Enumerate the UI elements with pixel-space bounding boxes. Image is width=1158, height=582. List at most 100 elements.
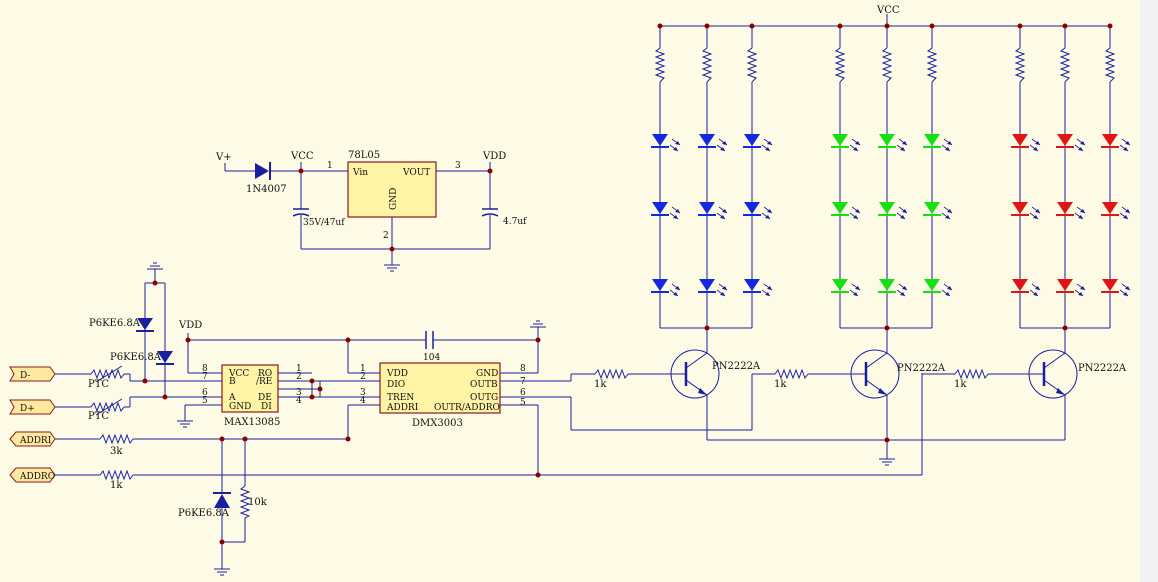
led-green — [923, 202, 953, 220]
max-pin-num-8: 8 — [202, 364, 208, 374]
led-column-red-2 — [1056, 26, 1086, 328]
junction-dot — [1017, 23, 1023, 29]
junction-dot — [309, 394, 315, 400]
led-red — [1056, 134, 1086, 152]
ground-max — [176, 414, 194, 428]
right-edge-bar — [1140, 0, 1158, 582]
diode-label: 1N4007 — [246, 184, 287, 195]
max-pin-num-7: 7 — [202, 372, 208, 382]
resistor-1k-addro: 1k — [99, 469, 134, 491]
junction-dot — [162, 394, 168, 400]
led-red — [1056, 279, 1086, 297]
vdd-label-max: VDD — [178, 320, 202, 331]
cap-input: 35V/47uf — [292, 208, 345, 228]
resistor-3k: 3k — [99, 433, 134, 457]
led-blue — [743, 202, 773, 220]
junction-dot — [535, 337, 541, 343]
junction-dot — [929, 23, 935, 29]
port-d-plus[interactable]: D+ — [9, 399, 56, 415]
max-pin-a: A — [228, 393, 236, 403]
junction-dot — [345, 436, 351, 442]
port-addro[interactable]: ADDRO — [9, 467, 56, 483]
port-addri-label: ADDRI — [19, 436, 52, 446]
dmx-pin-num-5: 5 — [520, 398, 526, 408]
vplus-label: V+ — [215, 152, 232, 163]
regulator-pin-in: 1 — [327, 161, 333, 171]
max-pin-num-5: 5 — [202, 396, 208, 406]
junction-dot — [345, 337, 351, 343]
max-pin-b: B — [229, 377, 236, 387]
junction-dot — [535, 472, 541, 478]
max-pin-vcc: VCC — [228, 369, 249, 379]
max-name: MAX13085 — [224, 417, 280, 428]
resistor-1k-blue: 1k — [594, 368, 629, 390]
ptc-d-plus: PTC — [88, 398, 125, 422]
regulator-gnd-label: GND — [389, 188, 399, 210]
dmx-name: DMX3003 — [412, 418, 463, 429]
led-column-green-3 — [923, 26, 953, 328]
led-blue — [743, 134, 773, 152]
cap-bypass-value: 104 — [423, 353, 440, 363]
wires — [55, 14, 1110, 563]
led-green — [831, 134, 861, 152]
ic-max13085: 8 7 6 5 VCC B A GND RO /RE DE DI 1 2 3 4… — [202, 364, 302, 428]
junction-dot — [704, 23, 710, 29]
led-blue — [743, 279, 773, 297]
regulator-78l05: 78L05 Vin VOUT GND 1 3 2 — [327, 150, 461, 241]
transistor-green-label: PN2222A — [897, 363, 946, 374]
junction-dot — [884, 325, 890, 331]
junction-dot — [219, 539, 225, 545]
led-column-green-1 — [831, 26, 861, 328]
led-green — [831, 202, 861, 220]
junction-dot — [1062, 325, 1068, 331]
led-red — [1101, 202, 1131, 220]
max-pin-num-1: 1 — [296, 364, 302, 374]
regulator-name: 78L05 — [348, 150, 380, 161]
junction-dot — [142, 378, 148, 384]
dmx-pin-outb: OUTB — [470, 380, 498, 390]
transistor-red-label: PN2222A — [1078, 363, 1127, 374]
led-resistor — [926, 47, 938, 83]
led-column-red-3 — [1101, 26, 1131, 328]
junction-dot — [389, 246, 395, 252]
led-resistor — [881, 47, 893, 83]
resistor-10k-label: 10k — [248, 497, 268, 508]
cap-input-value: 35V/47uf — [303, 218, 345, 228]
led-blue — [651, 279, 681, 297]
dmx-pin-addri: ADDRI — [386, 403, 419, 413]
junction-dot — [317, 386, 323, 392]
led-resistor — [746, 47, 758, 83]
port-addri[interactable]: ADDRI — [9, 431, 56, 447]
led-column-green-2 — [878, 26, 908, 328]
port-addro-label: ADDRO — [19, 472, 55, 482]
junction-dot — [298, 168, 304, 174]
ic-dmx3003: 1 2 3 4 VDD DIO TREN ADDRI GND OUTB OUTG… — [360, 362, 526, 429]
tvs-diode-d-plus: P6KE6.8A — [110, 351, 174, 365]
junction-dot — [1107, 23, 1113, 29]
port-d-minus[interactable]: D- — [9, 366, 56, 382]
vcc-label-led: VCC — [876, 5, 900, 16]
ground-addr — [213, 562, 231, 576]
dmx-pin-dio: DIO — [387, 380, 405, 390]
led-red — [1011, 134, 1041, 152]
transistor-blue: PN2222A — [668, 349, 761, 399]
junction-dot — [219, 436, 225, 442]
led-resistor — [834, 47, 846, 83]
cap-output: 4.7uf — [481, 208, 527, 227]
led-red — [1011, 202, 1041, 220]
transistor-red: PN2222A — [1028, 349, 1127, 399]
transistor-blue-label: PN2222A — [712, 361, 761, 372]
transistor-green: PN2222A — [850, 349, 946, 399]
dmx-pin-num-2: 2 — [360, 372, 366, 382]
led-green — [878, 279, 908, 297]
led-green — [923, 279, 953, 297]
max-pin-num-6: 6 — [202, 388, 208, 398]
tvs-diode-addr: P6KE6.8A — [178, 492, 231, 519]
vdd-label-regulator: VDD — [482, 151, 506, 162]
led-column-red-1 — [1011, 26, 1041, 328]
tvs-label-2: P6KE6.8A — [110, 352, 162, 363]
junction-dot — [884, 437, 890, 443]
led-column-blue-1 — [651, 26, 681, 328]
regulator-pin-out: 3 — [455, 161, 461, 171]
led-green — [923, 134, 953, 152]
